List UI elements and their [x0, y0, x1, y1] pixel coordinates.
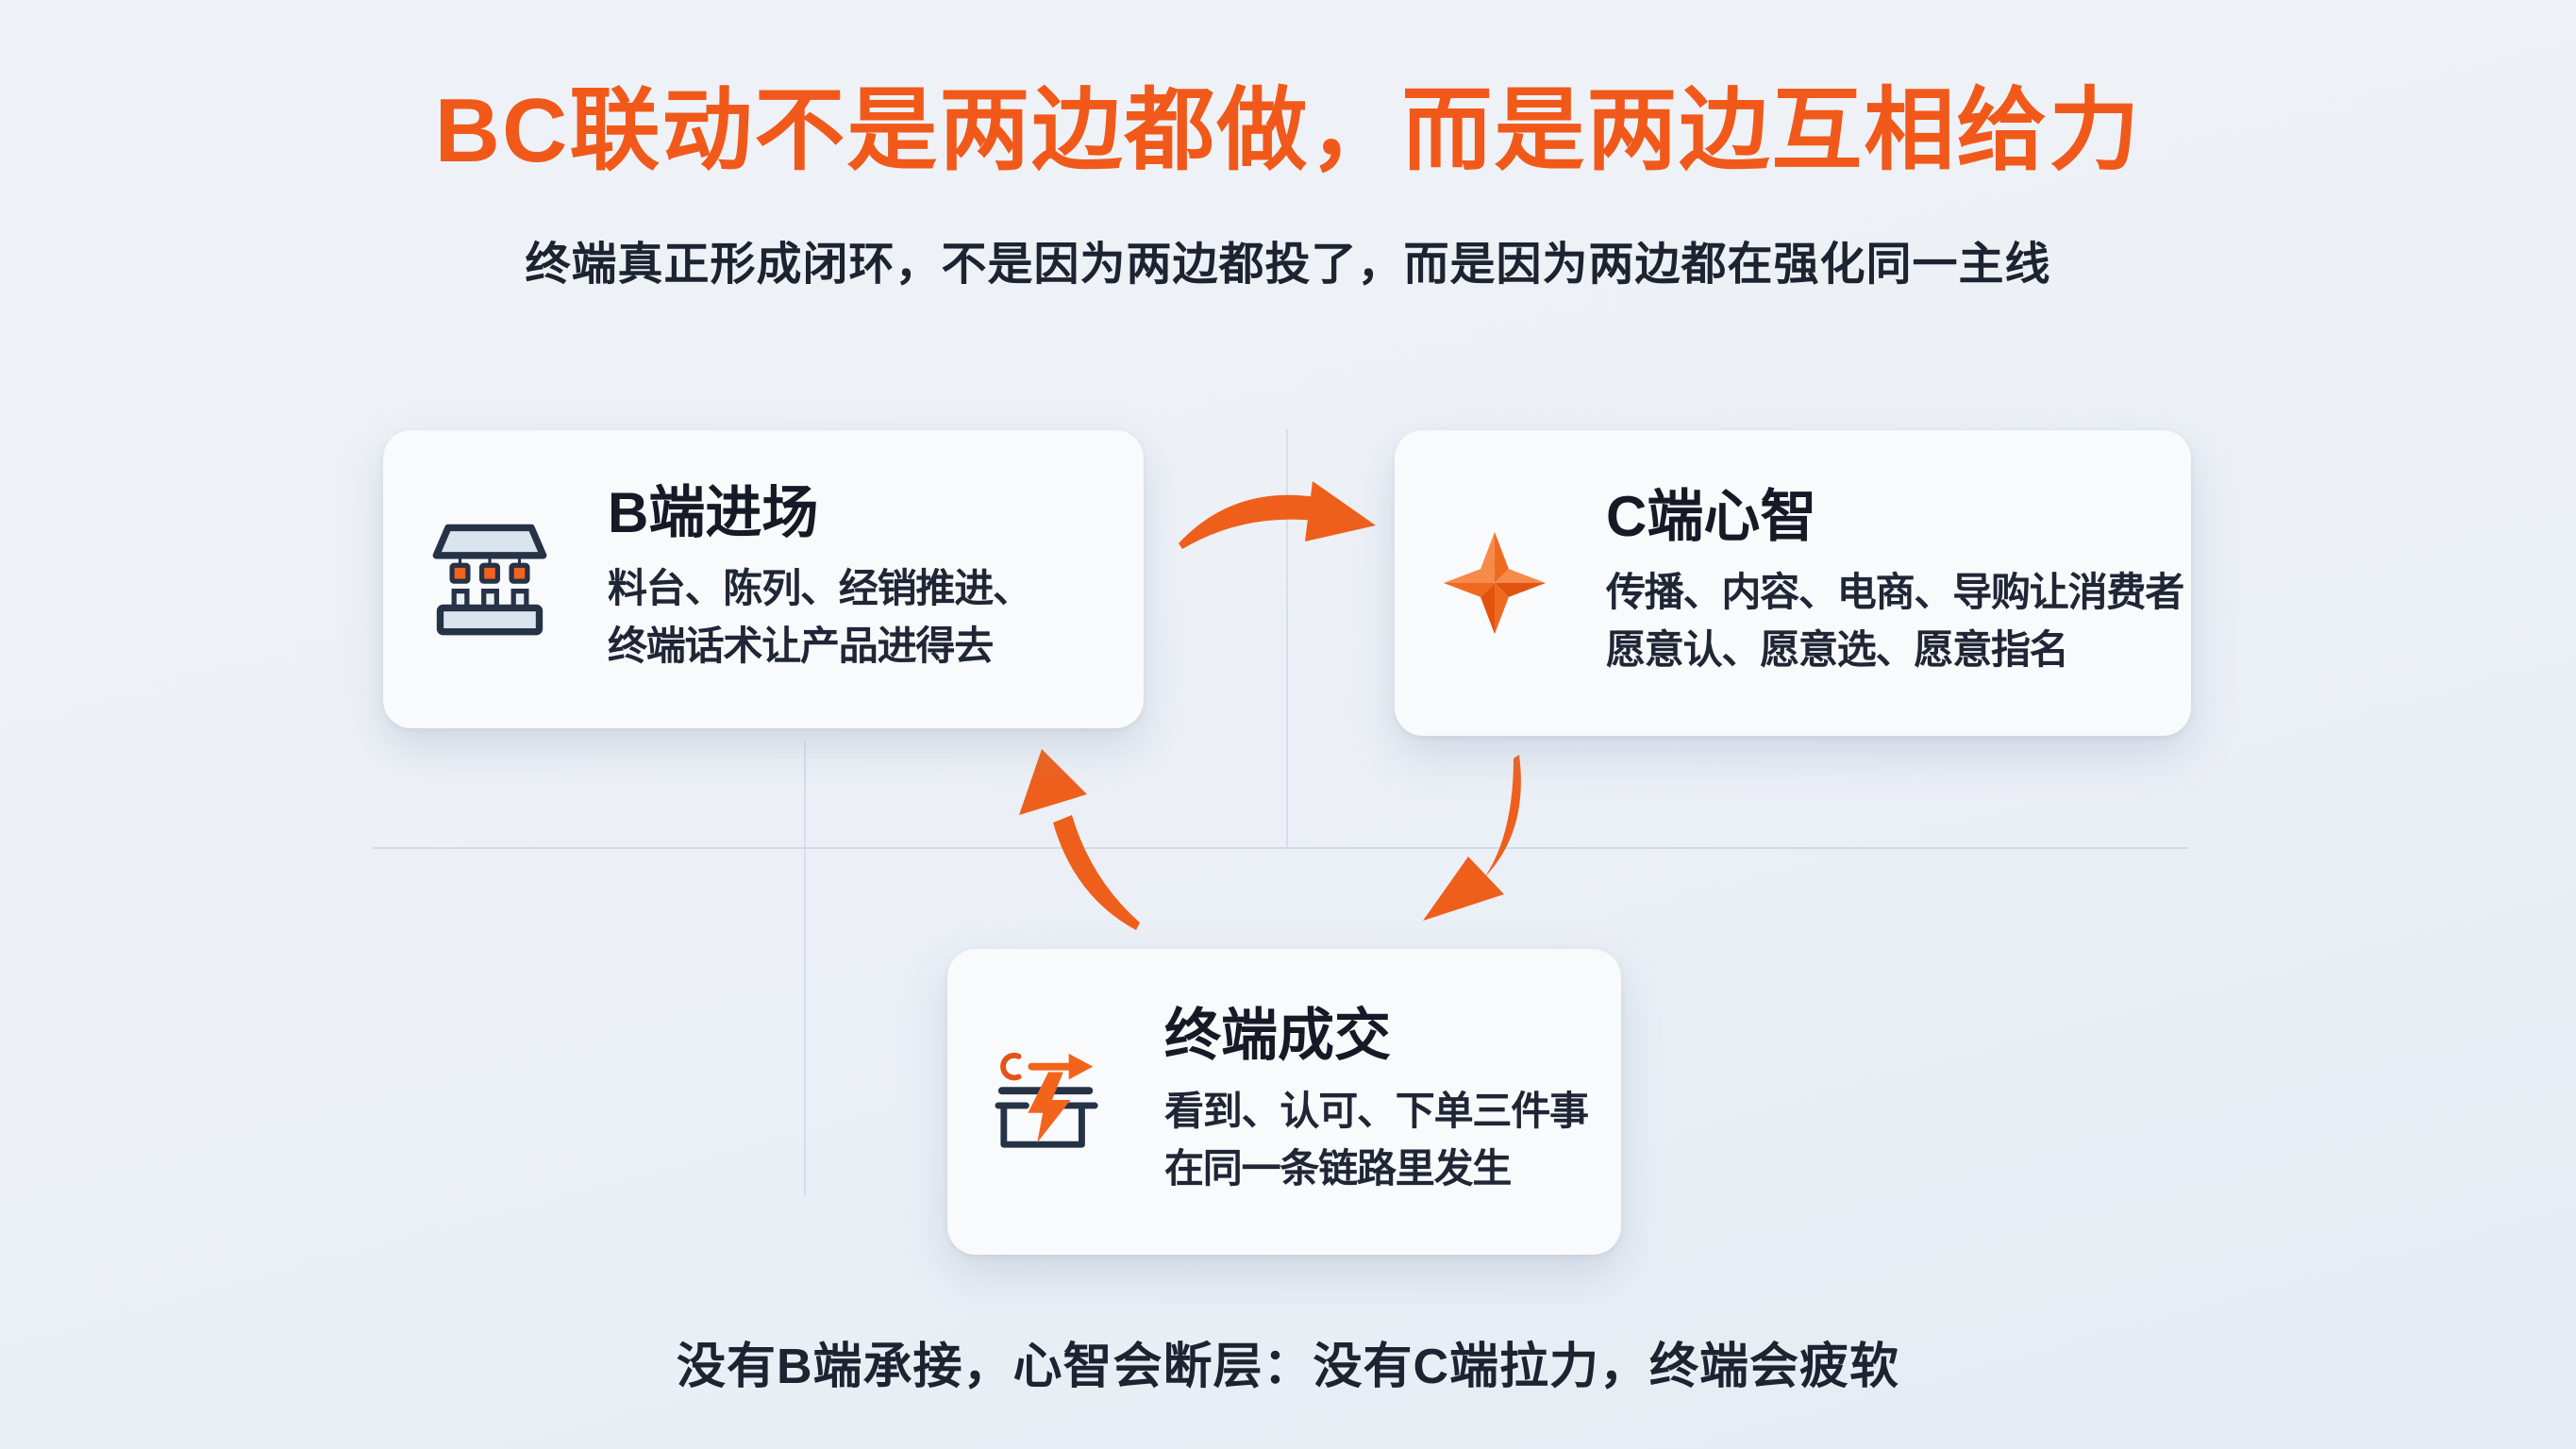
card-terminal-line-1: 看到、认可、下单三件事 — [1164, 1089, 1589, 1133]
arrow-terminal-to-b-icon — [1019, 749, 1140, 930]
card-terminal-title: 终端成交 — [1164, 1004, 1391, 1067]
card-c-line-2: 愿意认、愿意选、愿意指名 — [1606, 627, 2069, 672]
gridline-vertical-left — [804, 741, 806, 1196]
card-c-side: C端心智 传播、内容、电商、导购让消费者 愿意认、愿意选、愿意指名 — [1395, 430, 2191, 736]
card-terminal-line-2: 在同一条链路里发生 — [1164, 1146, 1512, 1191]
footer-note: 没有B端承接，心智会断层：没有C端拉力，终端会疲软 — [676, 1340, 1900, 1394]
checkout-bolt-icon — [995, 1046, 1106, 1158]
sparkle-star-icon — [1442, 530, 1547, 636]
card-c-title: C端心智 — [1606, 485, 1817, 548]
card-b-line-2: 终端话术让产品进得去 — [608, 624, 994, 668]
page-title: BC联动不是两边都做，而是两边互相给力 — [434, 80, 2142, 181]
arrow-c-to-terminal-icon — [1423, 755, 1521, 921]
arrow-b-to-c-icon — [1179, 481, 1376, 549]
gridline-vertical-center — [1286, 429, 1288, 849]
market-stall-icon — [430, 520, 549, 639]
card-b-title: B端进场 — [608, 481, 819, 544]
card-c-line-1: 传播、内容、电商、导购让消费者 — [1606, 570, 2184, 614]
card-b-line-1: 料台、陈列、经销推进、 — [608, 566, 1032, 610]
card-terminal: 终端成交 看到、认可、下单三件事 在同一条链路里发生 — [947, 949, 1621, 1255]
card-b-side: B端进场 料台、陈列、经销推进、 终端话术让产品进得去 — [383, 430, 1144, 728]
gridline-horizontal — [373, 847, 2188, 849]
page-subtitle: 终端真正形成闭环，不是因为两边都投了，而是因为两边都在强化同一主线 — [525, 240, 2051, 290]
